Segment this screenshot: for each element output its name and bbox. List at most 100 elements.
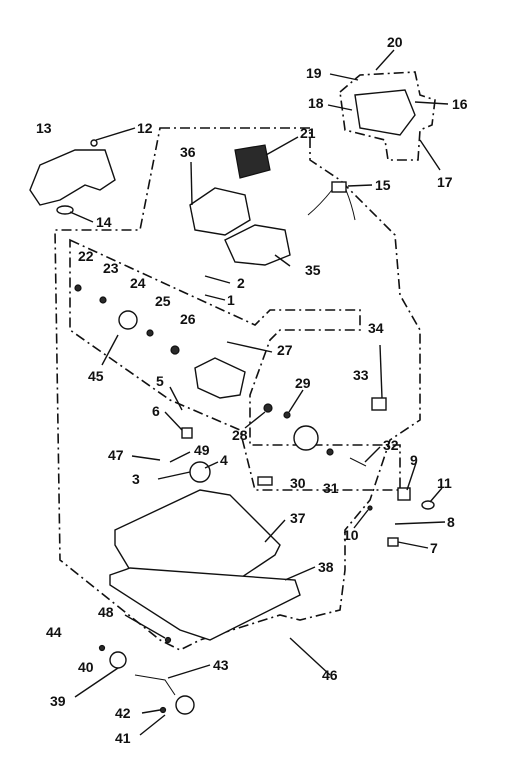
label-43: 43: [213, 657, 229, 673]
label-17: 17: [437, 174, 453, 190]
leader-5: [169, 386, 183, 411]
part-4-wheel: [189, 461, 211, 483]
label-1: 1: [227, 292, 235, 308]
label-23: 23: [103, 260, 119, 276]
leader-7: [397, 541, 429, 549]
label-16: 16: [452, 96, 468, 112]
part-44: [98, 644, 106, 652]
leader-16: [414, 101, 449, 105]
label-19: 19: [306, 65, 322, 81]
label-33: 33: [353, 367, 369, 383]
leader-9: [406, 462, 417, 491]
group-outlines: [54, 71, 436, 651]
leader-19: [329, 73, 359, 81]
part-27-motor: [194, 357, 246, 399]
part-32-screw: [349, 457, 367, 467]
leader-3: [157, 471, 191, 480]
leader-36: [190, 161, 193, 206]
leader-6: [164, 411, 183, 431]
part-labels: 1 2 3 4 5 6 7 8 9 10 11 12 13 14 15 16 1…: [36, 34, 468, 746]
label-29: 29: [295, 375, 311, 391]
label-4: 4: [220, 452, 228, 468]
part-30-fan: [293, 425, 319, 451]
label-20: 20: [387, 34, 403, 50]
part-brush-holder: [257, 476, 273, 486]
part-40: [109, 651, 127, 669]
part-16-switch: [354, 89, 416, 136]
label-32: 32: [383, 437, 399, 453]
label-8: 8: [447, 514, 455, 530]
leader-49: [169, 451, 191, 463]
leader-4: [204, 461, 219, 469]
leader-10: [353, 509, 369, 529]
leader-15: [347, 184, 373, 187]
leader-46: [289, 637, 331, 676]
leader-47: [131, 455, 161, 461]
label-46: 46: [322, 667, 338, 683]
label-34: 34: [368, 320, 384, 336]
label-14: 14: [96, 214, 112, 230]
leader-48: [124, 614, 166, 639]
label-18: 18: [308, 95, 324, 111]
part-7: [387, 537, 399, 547]
part-6-clip: [181, 427, 193, 439]
part-33-bracket: [371, 397, 387, 411]
part-38-plate: [109, 567, 301, 641]
part-37-base: [114, 489, 281, 596]
label-42: 42: [115, 705, 131, 721]
leader-1: [204, 294, 226, 301]
label-7: 7: [430, 540, 438, 556]
leader-37: [264, 519, 286, 543]
part-43-bracket: [134, 674, 176, 696]
label-48: 48: [98, 604, 114, 620]
leader-12: [95, 127, 136, 141]
leader-28: [244, 411, 266, 429]
part-48: [164, 636, 172, 644]
part-21-plug: [234, 144, 271, 179]
part-motor-bottom: [175, 695, 195, 715]
part-23: [99, 296, 107, 304]
leader-34: [379, 344, 383, 399]
label-11: 11: [437, 475, 452, 491]
leader-41: [139, 714, 166, 736]
label-27: 27: [277, 342, 293, 358]
label-47: 47: [108, 447, 124, 463]
label-21: 21: [300, 125, 316, 141]
label-35: 35: [305, 262, 321, 278]
part-9: [397, 487, 411, 501]
part-14-belt: [56, 205, 74, 215]
part-26: [170, 345, 180, 355]
label-26: 26: [180, 311, 196, 327]
leader-14: [69, 211, 94, 223]
outline-45: [69, 238, 401, 491]
part-36-motor-cover: [189, 187, 251, 236]
part-13-cover: [29, 149, 116, 206]
label-45: 45: [88, 368, 104, 384]
label-24: 24: [130, 275, 146, 291]
label-3: 3: [132, 471, 140, 487]
parts: [29, 89, 435, 715]
label-6: 6: [152, 403, 160, 419]
leader-20: [375, 49, 395, 71]
label-10: 10: [343, 527, 359, 543]
label-49: 49: [194, 442, 210, 458]
part-31: [326, 448, 334, 456]
leader-45: [101, 334, 119, 366]
part-24-fan: [118, 310, 138, 330]
leader-8: [394, 521, 446, 525]
leader-42: [141, 709, 161, 714]
label-25: 25: [155, 293, 171, 309]
part-29: [283, 411, 291, 419]
part-11: [421, 500, 435, 510]
part-28: [263, 403, 273, 413]
leader-17: [419, 139, 441, 171]
outline-17: [339, 71, 436, 161]
label-5: 5: [156, 373, 164, 389]
leader-27: [226, 341, 273, 353]
part-25: [146, 329, 154, 337]
leader-18: [327, 104, 353, 111]
leader-38: [284, 566, 316, 581]
part-15-cord: [307, 189, 356, 221]
leader-21: [265, 136, 299, 156]
